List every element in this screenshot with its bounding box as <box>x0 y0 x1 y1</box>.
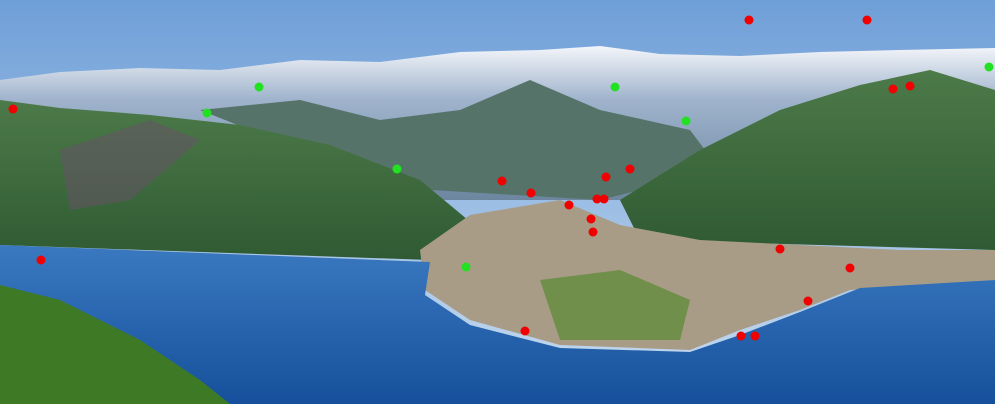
green-marker <box>984 62 994 72</box>
red-marker <box>888 84 898 94</box>
valley-mountains <box>200 80 720 200</box>
green-marker <box>461 262 471 272</box>
red-marker <box>845 263 855 273</box>
red-marker <box>592 194 602 204</box>
red-marker <box>497 176 507 186</box>
green-marker <box>392 164 402 174</box>
right-mountain <box>620 70 995 250</box>
red-marker <box>520 326 530 336</box>
red-marker <box>750 331 760 341</box>
red-marker <box>526 188 536 198</box>
foreground-hill <box>0 285 230 404</box>
green-marker <box>202 108 212 118</box>
red-marker <box>736 331 746 341</box>
lake <box>0 245 995 404</box>
red-marker <box>625 164 635 174</box>
red-marker <box>862 15 872 25</box>
red-marker <box>588 227 598 237</box>
red-marker <box>744 15 754 25</box>
delta-fields <box>540 270 690 340</box>
red-marker <box>599 194 609 204</box>
red-marker <box>775 244 785 254</box>
green-marker <box>681 116 691 126</box>
red-marker <box>905 81 915 91</box>
red-marker <box>586 214 596 224</box>
red-marker <box>601 172 611 182</box>
red-marker <box>36 255 46 265</box>
green-marker <box>254 82 264 92</box>
red-marker <box>803 296 813 306</box>
red-marker <box>8 104 18 114</box>
red-marker <box>564 200 574 210</box>
green-marker <box>610 82 620 92</box>
purple-slope <box>60 120 200 210</box>
